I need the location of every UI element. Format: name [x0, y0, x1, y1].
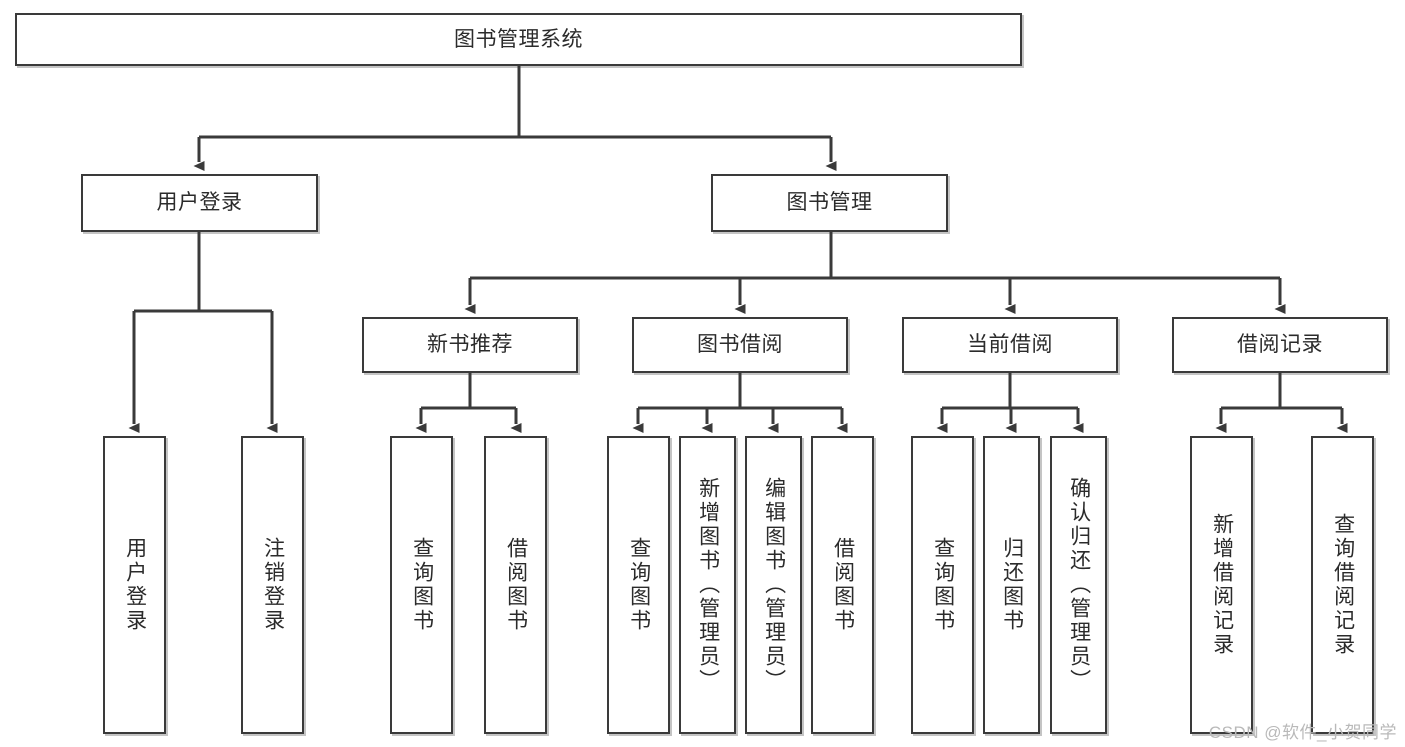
leaf-user-logout[interactable]: 注销登录 — [241, 436, 304, 734]
node-borrow-record-label: 借阅记录 — [1237, 333, 1323, 357]
node-borrow-record[interactable]: 借阅记录 — [1172, 317, 1388, 373]
leaf-query-book-recommend-label: 查询图书 — [410, 537, 434, 633]
leaf-user-login-label: 用户登录 — [123, 537, 147, 633]
node-user-login[interactable]: 用户登录 — [81, 174, 318, 232]
leaf-return-book[interactable]: 归还图书 — [983, 436, 1040, 734]
node-current-borrow-label: 当前借阅 — [967, 333, 1053, 357]
leaf-edit-book-admin[interactable]: 编辑图书（管理员） — [745, 436, 802, 734]
node-book-borrow[interactable]: 图书借阅 — [632, 317, 848, 373]
node-root-label: 图书管理系统 — [454, 27, 583, 51]
leaf-add-book-admin-label: 新增图书（管理员） — [696, 477, 720, 693]
node-book-management-label: 图书管理 — [786, 191, 873, 215]
leaf-user-logout-label: 注销登录 — [261, 537, 285, 633]
leaf-confirm-return-admin[interactable]: 确认归还（管理员） — [1050, 436, 1107, 734]
node-user-login-label: 用户登录 — [156, 191, 243, 215]
node-current-borrow[interactable]: 当前借阅 — [902, 317, 1118, 373]
leaf-add-borrow-record[interactable]: 新增借阅记录 — [1190, 436, 1253, 734]
leaf-user-login[interactable]: 用户登录 — [103, 436, 166, 734]
leaf-query-book-recommend[interactable]: 查询图书 — [390, 436, 453, 734]
leaf-query-borrow-record-label: 查询借阅记录 — [1331, 513, 1355, 657]
leaf-add-book-admin[interactable]: 新增图书（管理员） — [679, 436, 736, 734]
leaf-borrow-book-recommend-label: 借阅图书 — [504, 537, 528, 633]
leaf-edit-book-admin-label: 编辑图书（管理员） — [762, 477, 786, 693]
leaf-borrow-book[interactable]: 借阅图书 — [811, 436, 874, 734]
leaf-borrow-book-label: 借阅图书 — [831, 537, 855, 633]
node-new-book-recommend[interactable]: 新书推荐 — [362, 317, 578, 373]
leaf-add-borrow-record-label: 新增借阅记录 — [1210, 513, 1234, 657]
leaf-return-book-label: 归还图书 — [1000, 537, 1024, 633]
leaf-query-book-current[interactable]: 查询图书 — [911, 436, 974, 734]
node-root[interactable]: 图书管理系统 — [15, 13, 1022, 66]
leaf-confirm-return-admin-label: 确认归还（管理员） — [1067, 477, 1091, 693]
node-new-book-recommend-label: 新书推荐 — [427, 333, 513, 357]
leaf-query-book-borrow[interactable]: 查询图书 — [607, 436, 670, 734]
node-book-management[interactable]: 图书管理 — [711, 174, 948, 232]
leaf-borrow-book-recommend[interactable]: 借阅图书 — [484, 436, 547, 734]
leaf-query-book-current-label: 查询图书 — [931, 537, 955, 633]
node-book-borrow-label: 图书借阅 — [697, 333, 783, 357]
csdn-watermark: CSDN @软件_小贺同学 — [1208, 723, 1397, 742]
leaf-query-borrow-record[interactable]: 查询借阅记录 — [1311, 436, 1374, 734]
leaf-query-book-borrow-label: 查询图书 — [627, 537, 651, 633]
